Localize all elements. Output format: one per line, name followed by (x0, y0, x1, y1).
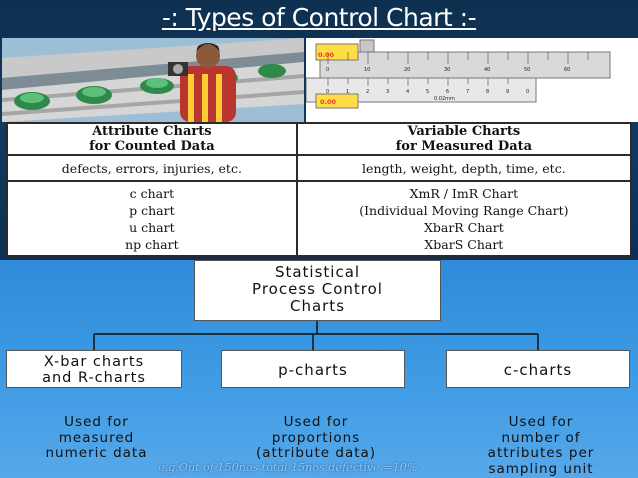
vernier-scale-label: 7 (466, 89, 469, 95)
description-line: numeric data (45, 445, 148, 461)
description-line: attributes per (487, 445, 595, 461)
p-charts-box: p-charts (221, 350, 405, 388)
root-label-line: Charts (289, 297, 346, 315)
variable-heading: Variable Charts for Measured Data (295, 121, 633, 157)
vernier-scale-label: 4 (406, 89, 409, 95)
bottom-reading: 0.00 (320, 98, 337, 106)
attribute-examples: defects, errors, injuries, etc. (6, 154, 298, 183)
vernier-caliper-illustration: 0 10 20 30 40 50 60 0 1 2 3 4 5 6 7 8 9 … (306, 38, 638, 122)
vernier-scale-label: 0 (526, 89, 529, 95)
description-line: (attribute data) (255, 445, 377, 461)
connector-lines (93, 321, 539, 350)
vernier-scale-label: 8 (486, 89, 489, 95)
description-line: number of (501, 429, 581, 446)
vernier-scale-label: 6 (446, 89, 449, 95)
description-line: sampling unit (488, 460, 594, 477)
attribute-chart-item: u chart (129, 219, 175, 235)
resolution-label: 0.02mm (434, 96, 455, 102)
main-scale-label: 0 (326, 67, 329, 73)
vernier-scale-label: 9 (506, 89, 509, 95)
root-label-line: Process Control (252, 280, 383, 298)
vernier-scale-label: 5 (426, 89, 429, 95)
variable-heading-line1: Variable Charts (407, 124, 521, 140)
vernier-scale-label: 2 (366, 89, 369, 95)
p-charts-description: Used for proportions (attribute data) (226, 414, 406, 462)
vernier-scale-label: 0 (326, 89, 329, 95)
top-reading: 0.00 (318, 51, 335, 59)
xbar-description: Used for measured numeric data (14, 414, 179, 462)
description-line: Used for (283, 414, 349, 430)
xbar-label-line: and R-charts (42, 370, 146, 386)
p-charts-label: p-charts (278, 361, 348, 379)
description-line: proportions (271, 429, 361, 446)
comparison-table: Attribute Charts for Counted Data Variab… (6, 121, 633, 257)
main-scale-label: 30 (444, 67, 450, 73)
c-charts-label: c-charts (503, 361, 573, 379)
variable-chart-list: XmR / ImR Chart (Individual Moving Range… (295, 180, 633, 257)
variable-heading-line2: for Measured Data (395, 139, 533, 155)
main-scale-label: 60 (564, 67, 570, 73)
variable-chart-item: XbarR Chart (423, 219, 504, 235)
vernier-caliper-drawing: 0 10 20 30 40 50 60 0 1 2 3 4 5 6 7 8 9 … (306, 38, 638, 122)
variable-chart-item: (Individual Moving Range Chart) (359, 202, 569, 218)
variable-examples: length, weight, depth, time, etc. (295, 154, 633, 183)
spc-charts-box: Statistical Process Control Charts (194, 260, 441, 321)
attribute-chart-item: c chart (129, 185, 175, 201)
slide-title: -: Types of Control Chart :- (161, 3, 477, 32)
c-charts-box: c-charts (446, 350, 630, 388)
vernier-scale-label: 3 (386, 89, 389, 95)
attribute-chart-list: c chart p chart u chart np chart (6, 180, 298, 257)
spc-hierarchy-diagram: Statistical Process Control Charts X-bar… (0, 260, 638, 478)
xbar-r-charts-box: X-bar charts and R-charts (6, 350, 182, 388)
description-line: Used for (508, 414, 574, 430)
conveyor-worker-drawing (2, 38, 304, 122)
vernier-scale-label: 1 (346, 89, 349, 95)
variable-chart-item: XmR / ImR Chart (409, 185, 519, 201)
chart-type-table: Attribute Charts for Counted Data Variab… (6, 121, 633, 257)
main-scale-label: 20 (404, 67, 410, 73)
attribute-heading-line2: for Counted Data (89, 139, 215, 155)
xbar-label-line: X-bar charts (43, 354, 145, 370)
main-scale-label: 40 (484, 67, 490, 73)
c-charts-description: Used for number of attributes per sampli… (456, 414, 626, 477)
conveyor-worker-illustration (2, 38, 304, 122)
attribute-chart-item: p chart (129, 202, 175, 218)
root-label-line: Statistical (274, 263, 361, 281)
variable-chart-item: XbarS Chart (424, 236, 504, 252)
main-scale-label: 50 (524, 67, 530, 73)
attribute-chart-item: np chart (125, 236, 179, 252)
description-line: Used for (64, 414, 129, 430)
p-chart-example-note: e.g.Out of 150nos total 15nos defective … (158, 460, 418, 474)
attribute-heading-line1: Attribute Charts (92, 124, 212, 140)
attribute-heading: Attribute Charts for Counted Data (6, 121, 298, 157)
main-scale-label: 10 (364, 67, 370, 73)
description-line: measured (58, 429, 135, 446)
